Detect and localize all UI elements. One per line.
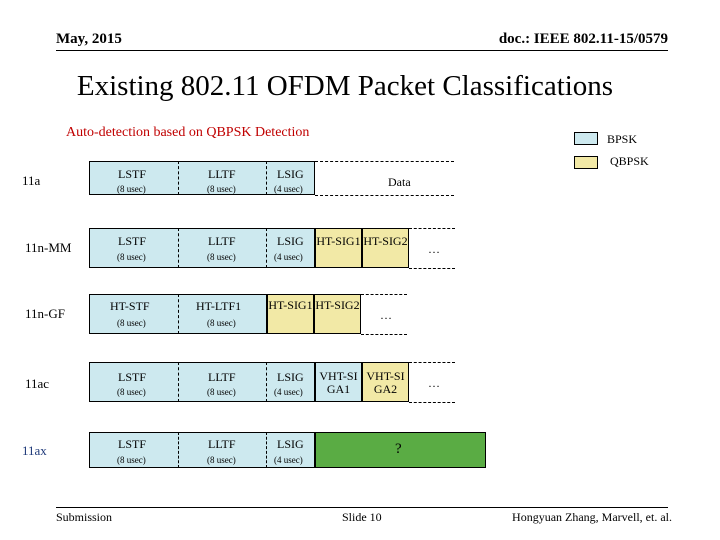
field-lltf: LLTF [208, 167, 236, 181]
field-duration: (8 usec) [207, 184, 236, 194]
field-vht-siga1: VHT-SIGA1 [315, 362, 362, 402]
row-label-11n-mm: 11n-MM [25, 240, 72, 255]
field-data: Data [388, 175, 411, 189]
field-group-11a [89, 161, 315, 195]
field-lsig: LSIG [277, 370, 304, 384]
field-duration: (8 usec) [207, 252, 236, 262]
footer-slide-number: Slide 10 [342, 510, 382, 524]
footer-submission: Submission [56, 510, 113, 524]
field-duration: (8 usec) [117, 455, 146, 465]
divider [266, 161, 267, 195]
row-label-11a: 11a [22, 173, 41, 188]
field-lstf: LSTF [118, 437, 147, 451]
divider [266, 432, 267, 468]
field-duration: (8 usec) [117, 184, 146, 194]
continuation-outline [409, 228, 455, 229]
field-unknown-11ax [315, 432, 486, 468]
continuation-outline [361, 294, 407, 295]
divider [178, 294, 179, 334]
row-label-11ac: 11ac [25, 376, 50, 391]
divider [266, 228, 267, 268]
continuation-outline [409, 402, 455, 403]
divider [178, 432, 179, 468]
field-group-11ax [89, 432, 315, 468]
divider [178, 228, 179, 268]
header-doc-id: doc.: IEEE 802.11-15/0579 [498, 31, 668, 47]
field-lltf: LLTF [208, 234, 236, 248]
field-lsig: LSIG [277, 234, 304, 248]
continuation-outline [361, 334, 407, 335]
legend-bpsk-swatch [574, 132, 598, 145]
field-duration: (8 usec) [207, 455, 236, 465]
field-lstf: LSTF [118, 167, 147, 181]
continuation-ellipsis: … [428, 376, 440, 390]
data-field-outline [315, 195, 454, 196]
field-ht-sig1: HT-SIG1 [315, 228, 362, 268]
data-field-outline [315, 161, 454, 162]
field-ht-stf: HT-STF [110, 299, 150, 313]
header-date: May, 2015 [56, 31, 122, 47]
field-duration: (8 usec) [117, 318, 146, 328]
field-duration: (8 usec) [117, 252, 146, 262]
field-ht-sig1: HT-SIG1 [267, 294, 314, 334]
legend-bpsk-label: BPSK [607, 132, 638, 146]
field-question-mark: ? [395, 441, 402, 457]
field-group-11n-mm [89, 228, 315, 268]
field-group-11ac [89, 362, 315, 402]
continuation-ellipsis: … [380, 308, 392, 322]
legend-qbpsk-label: QBPSK [610, 154, 649, 168]
field-lsig: LSIG [277, 437, 304, 451]
row-label-11n-gf: 11n-GF [25, 306, 65, 321]
continuation-ellipsis: … [428, 242, 440, 256]
slide-subtitle: Auto-detection based on QBPSK Detection [66, 125, 310, 140]
field-lstf: LSTF [118, 370, 147, 384]
field-duration: (4 usec) [274, 387, 303, 397]
continuation-outline [409, 362, 455, 363]
field-lstf: LSTF [118, 234, 147, 248]
divider [178, 362, 179, 402]
divider [178, 161, 179, 195]
header-rule [56, 50, 668, 51]
field-duration: (4 usec) [274, 455, 303, 465]
field-ht-ltf1: HT-LTF1 [196, 299, 242, 313]
field-lltf: LLTF [208, 437, 236, 451]
field-duration: (8 usec) [207, 318, 236, 328]
field-vht-siga2: VHT-SIGA2 [362, 362, 409, 402]
divider [266, 362, 267, 402]
field-lsig: LSIG [277, 167, 304, 181]
footer-author: Hongyuan Zhang, Marvell, et. al. [512, 510, 672, 524]
row-label-11ax: 11ax [22, 443, 47, 458]
footer-rule [56, 507, 668, 508]
field-duration: (4 usec) [274, 184, 303, 194]
field-duration: (4 usec) [274, 252, 303, 262]
field-duration: (8 usec) [117, 387, 146, 397]
field-ht-sig2: HT-SIG2 [314, 294, 361, 334]
legend-qbpsk-swatch [574, 156, 598, 169]
slide-title: Existing 802.11 OFDM Packet Classificati… [76, 70, 614, 102]
continuation-outline [409, 268, 455, 269]
field-ht-sig2: HT-SIG2 [362, 228, 409, 268]
field-lltf: LLTF [208, 370, 236, 384]
field-duration: (8 usec) [207, 387, 236, 397]
